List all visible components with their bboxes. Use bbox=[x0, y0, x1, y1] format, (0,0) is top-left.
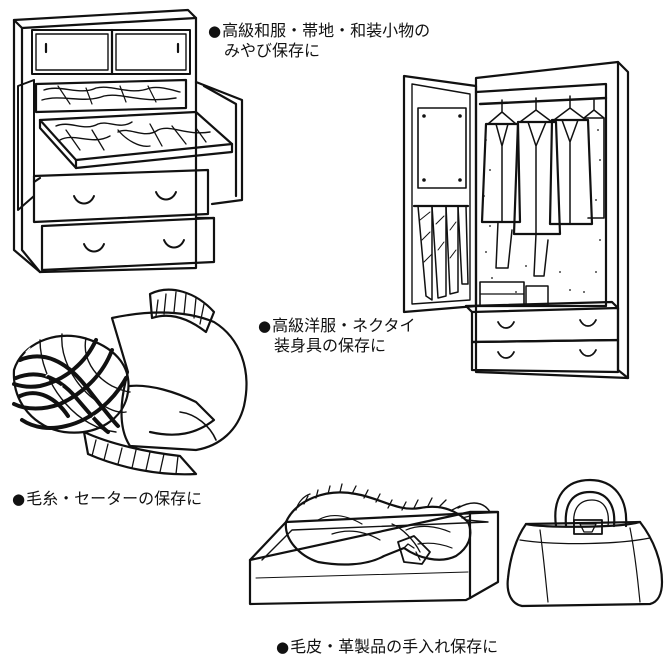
bullet-icon: ● bbox=[276, 638, 290, 656]
fur-box-illustration bbox=[248, 483, 500, 606]
caption-kimono: ●高級和服・帯地・和装小物の みやび保存に bbox=[208, 21, 430, 60]
caption-suits-line1-text: 高級洋服・ネクタイ bbox=[272, 316, 416, 335]
caption-suits-line1: ●高級洋服・ネクタイ bbox=[258, 316, 415, 336]
caption-suits-line2: 装身具の保存に bbox=[274, 336, 387, 355]
bullet-icon: ● bbox=[208, 22, 222, 40]
wardrobe-illustration bbox=[402, 60, 630, 380]
kimono-chest-illustration bbox=[12, 8, 244, 274]
caption-kimono-line2: みやび保存に bbox=[224, 41, 321, 60]
bullet-icon: ● bbox=[258, 317, 272, 335]
caption-wool-text: 毛糸・セーターの保存に bbox=[26, 489, 203, 508]
caption-kimono-line1: ●高級和服・帯地・和装小物の bbox=[208, 21, 430, 41]
handbag-illustration bbox=[506, 478, 664, 608]
sweater-yarn-illustration bbox=[12, 288, 248, 476]
caption-wool: ●毛糸・セーターの保存に bbox=[12, 489, 202, 509]
caption-fur-text: 毛皮・革製品の手入れ保存に bbox=[290, 637, 499, 656]
caption-suits: ●高級洋服・ネクタイ 装身具の保存に bbox=[258, 316, 415, 355]
caption-fur: ●毛皮・革製品の手入れ保存に bbox=[276, 637, 498, 657]
caption-kimono-line1-text: 高級和服・帯地・和装小物の bbox=[222, 21, 431, 40]
bullet-icon: ● bbox=[12, 490, 26, 508]
